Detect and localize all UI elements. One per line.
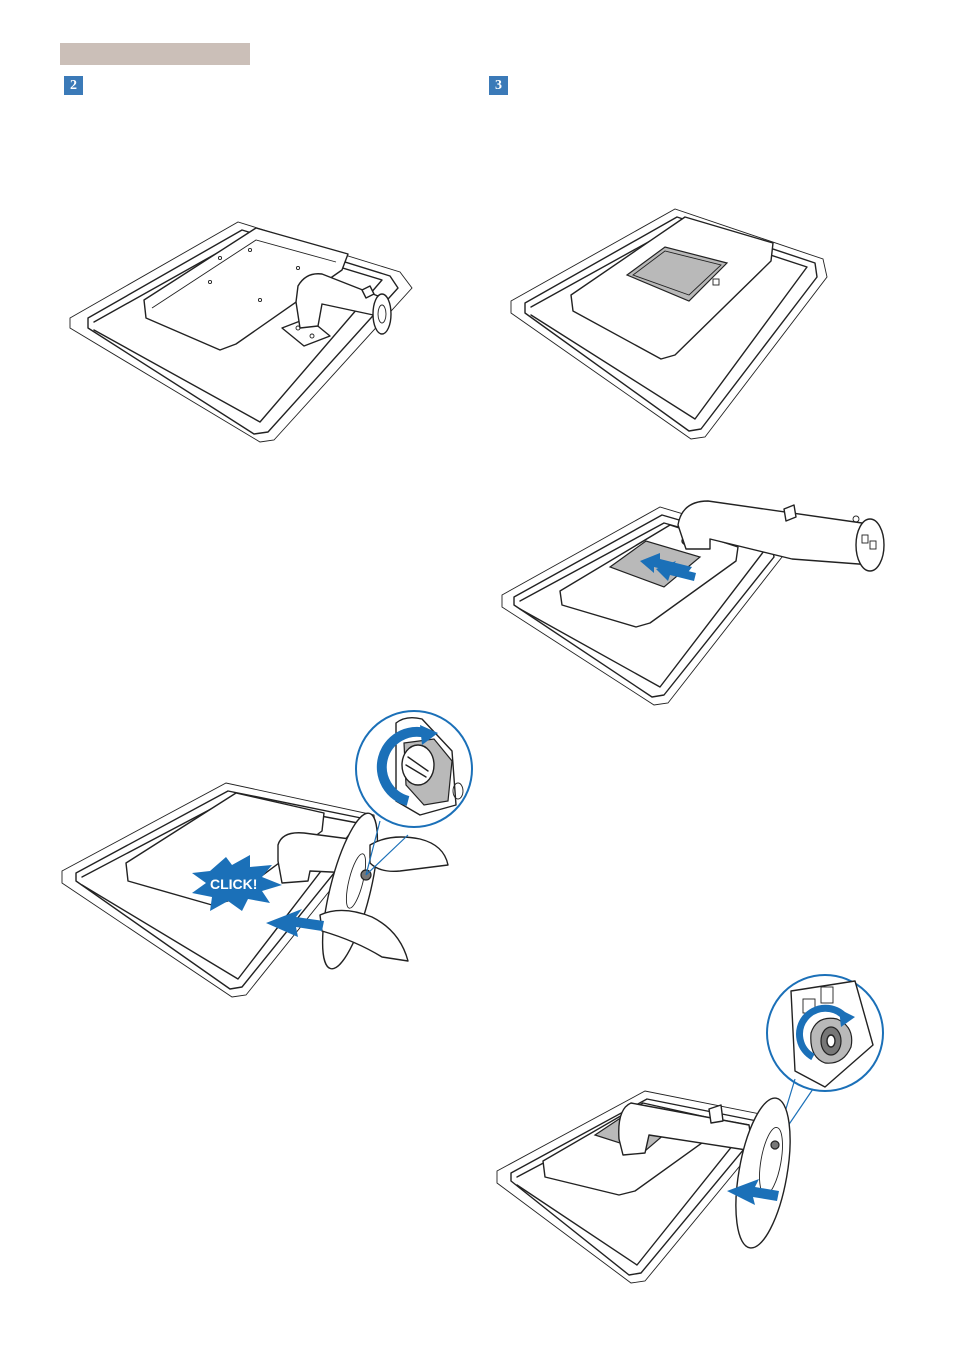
step-number-2-badge: 2 [64,76,83,95]
section-header-bar [60,43,250,65]
click-label: CLICK! [210,876,257,892]
illustration-tighten-base-screw [495,975,890,1285]
step-number-3-badge: 3 [489,76,508,95]
illustration-attach-column [500,495,890,710]
illustration-attach-base-click: CLICK! [60,705,480,1000]
illustration-monitor-with-column [60,210,420,450]
illustration-monitor-back-cover [505,205,835,445]
